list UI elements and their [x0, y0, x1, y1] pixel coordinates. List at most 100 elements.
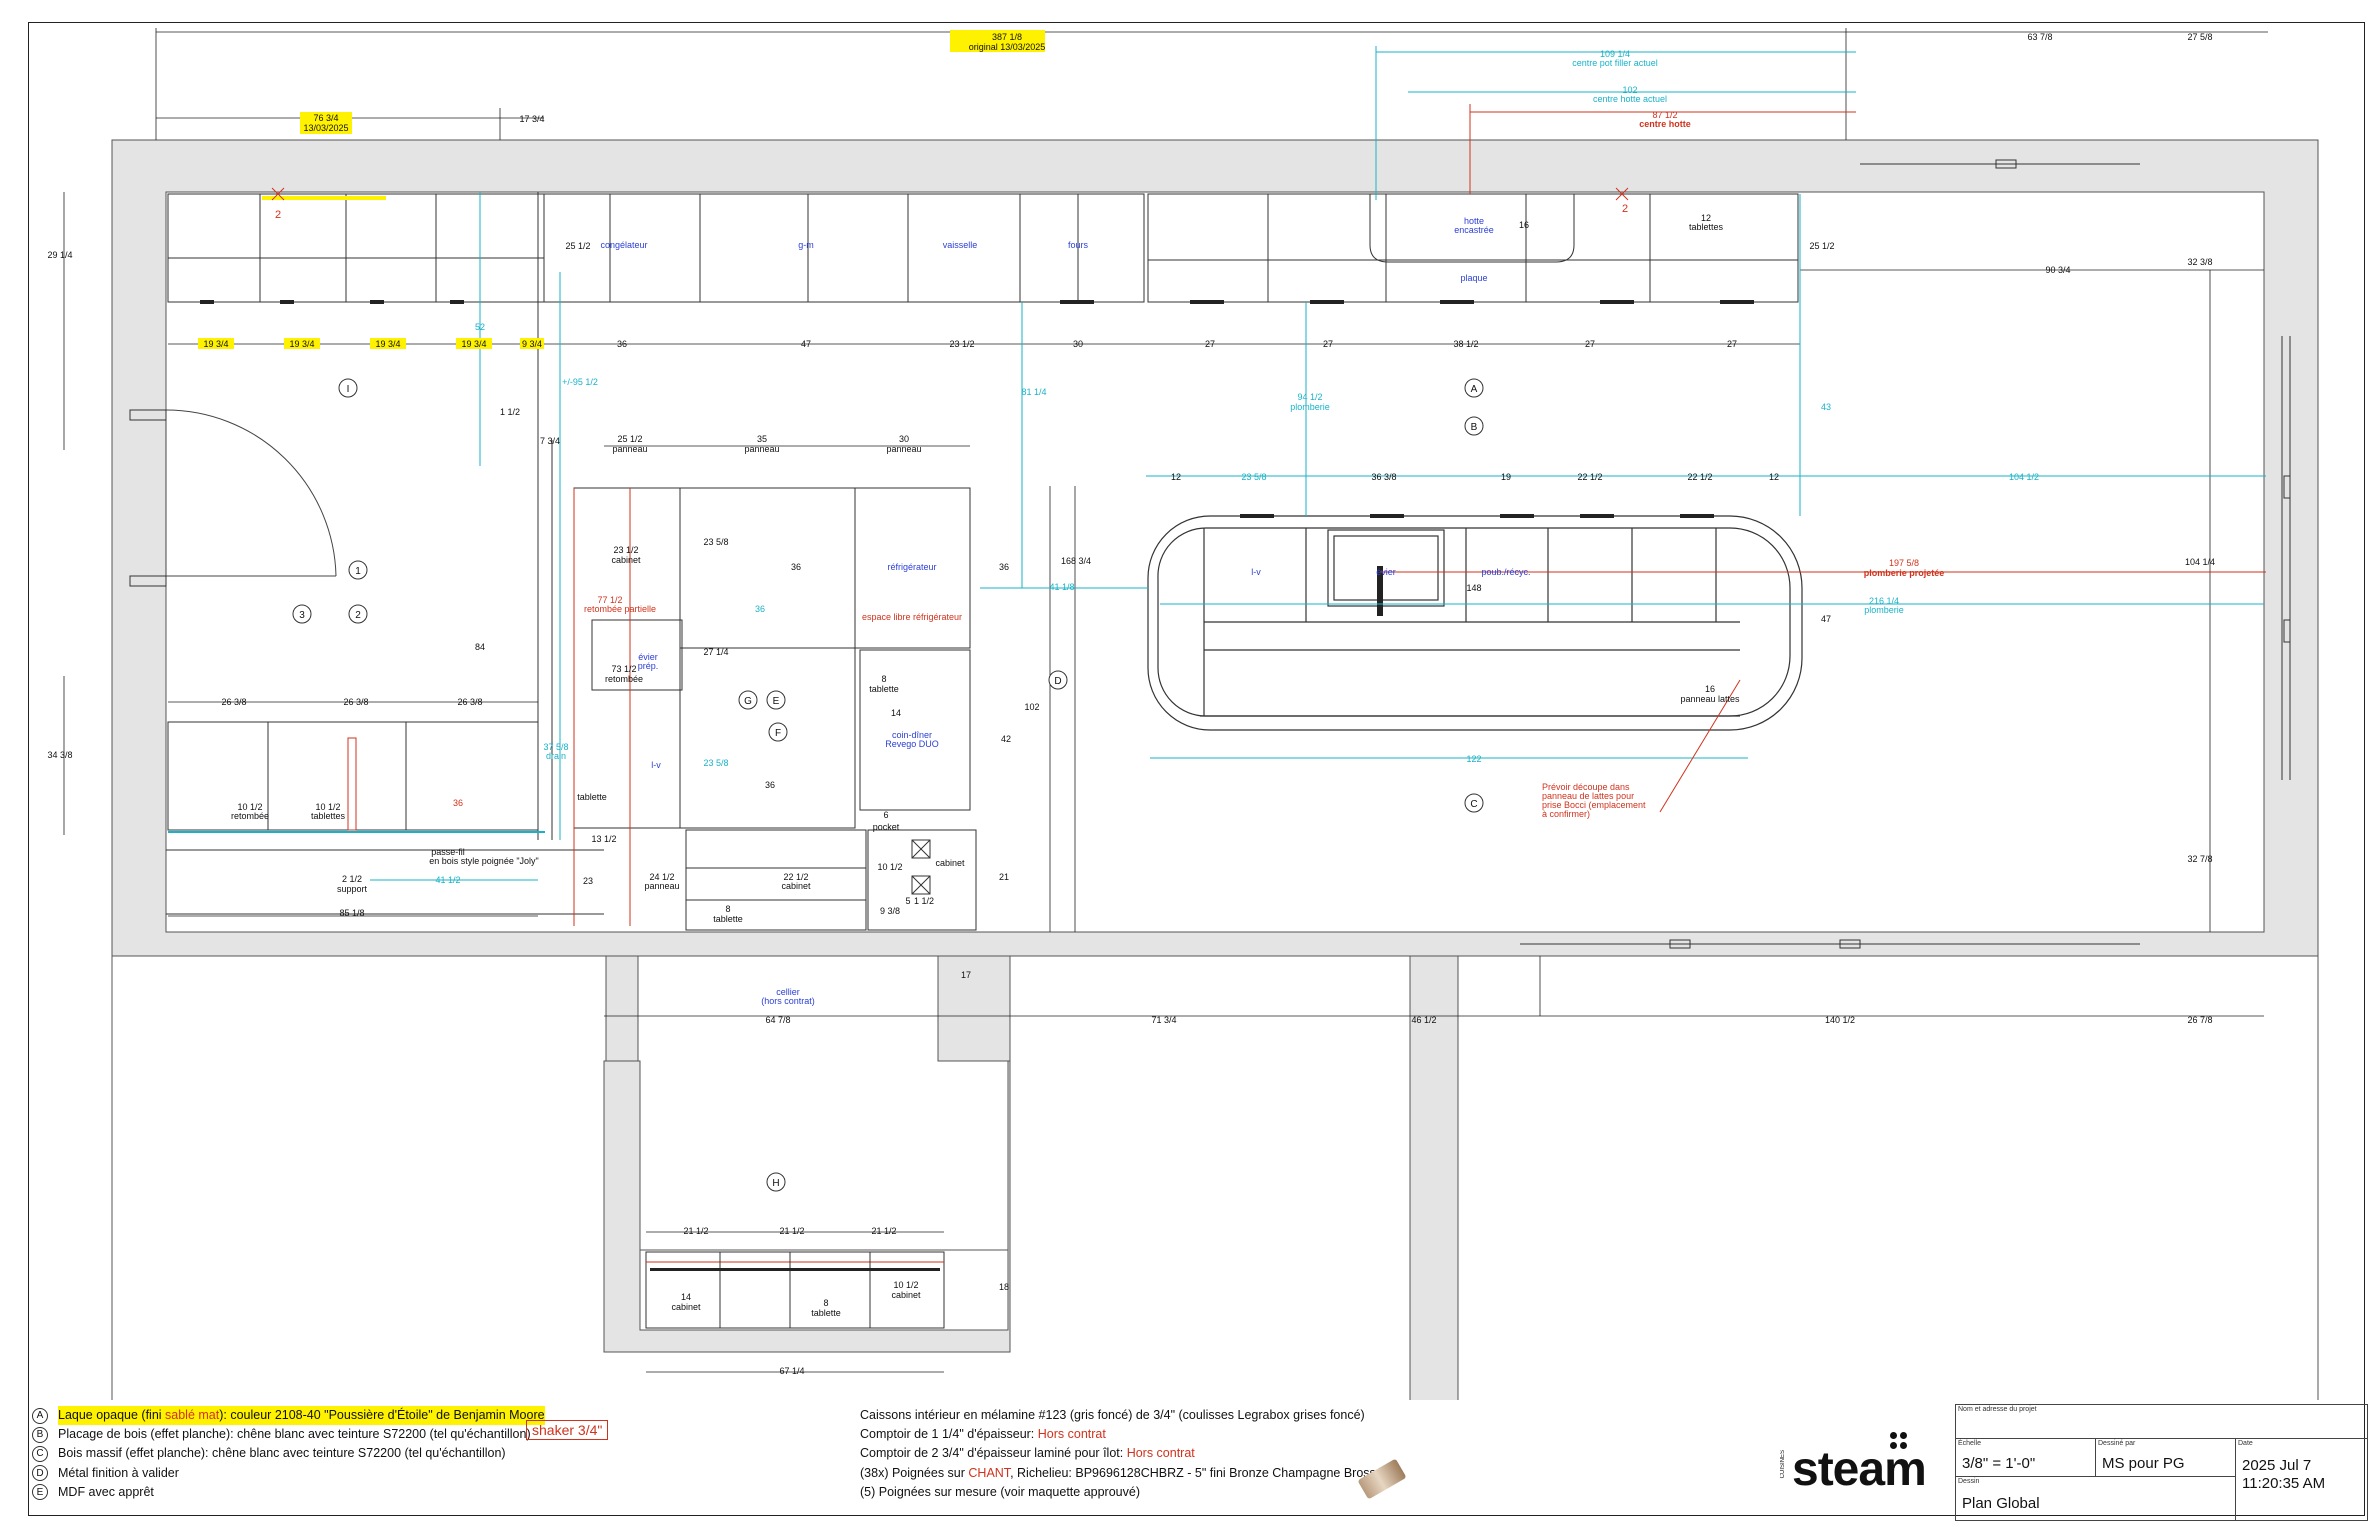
note-4: (38x) Poignées sur CHANT, Richelieu: BP9… — [860, 1464, 1383, 1483]
wall-dim: 19 3/4 — [203, 339, 228, 349]
tb-date-caption: Date — [2238, 1440, 2253, 1447]
island-handles — [1240, 514, 1714, 518]
marker-H: H — [766, 1172, 786, 1192]
logo-word: steam — [1792, 1443, 1927, 1496]
wall-dim: 38 1/2 — [1453, 339, 1478, 349]
sink-faucet — [1377, 566, 1383, 616]
isl-plomb-proj: plomberie projetée — [1864, 568, 1945, 578]
isl-note-1: Prévoir découpe dans — [1542, 782, 1630, 792]
wall-dim: 23 1/2 — [949, 339, 974, 349]
zone-markers: A B C D E F G H I 1 2 3 — [292, 378, 1484, 1192]
legend-a-post: ): couleur 2108-40 "Poussière d'Étoile" … — [219, 1408, 545, 1422]
pantry-floor — [639, 1249, 1009, 1331]
isl-dim-32b: 32 7/8 — [2187, 854, 2212, 864]
tablettes-num: 12 — [1701, 213, 1711, 223]
note-5: (5) Poignées sur mesure (voir maquette a… — [860, 1484, 1140, 1499]
isl-lv-label: l-v — [1251, 567, 1261, 577]
cabinet-c-label: cabinet — [781, 881, 811, 891]
wall-dim: 47 — [801, 339, 811, 349]
marker-F: F — [768, 722, 788, 742]
dim-hood-note: centre hotte — [1639, 119, 1691, 129]
isl-dim-104: 104 1/2 — [2009, 472, 2039, 482]
dim-filler: 109 1/4 — [1600, 49, 1630, 59]
dim-168: 168 3/4 — [1061, 556, 1091, 566]
cyan-dimension-lines — [370, 46, 2266, 881]
island-labels: 12 23 5/8 36 3/8 19 22 1/2 22 1/2 12 104… — [1171, 472, 2215, 864]
dim-29: 29 1/4 — [47, 250, 72, 260]
isl-dim-16: 16 — [1705, 684, 1715, 694]
legend-a-text: Laque opaque (fini sablé mat): couleur 2… — [58, 1406, 545, 1426]
isl-dim-148: 148 — [1466, 583, 1481, 593]
dim-102: 102 — [1024, 702, 1039, 712]
island-note: Prévoir découpe dans panneau de lattes p… — [1542, 782, 1646, 819]
panneau-b-label: panneau — [644, 881, 679, 891]
svg-text:1: 1 — [355, 566, 361, 577]
dim-42: 42 — [1001, 734, 1011, 744]
island — [1147, 515, 1803, 731]
isl-dim-22b: 22 1/2 — [1687, 472, 1712, 482]
label-fours: fours — [1068, 240, 1089, 250]
legend-b-text: Placage de bois (effet planche): chêne b… — [58, 1427, 531, 1442]
steam-logo: CUISINES steam — [1780, 1430, 1940, 1500]
isl-dim-197: 197 5/8 — [1889, 558, 1919, 568]
tb-drawing-caption: Dessin — [1958, 1478, 1980, 1485]
revego-label: Revego DUO — [885, 739, 939, 749]
dim-94: 94 1/2 — [1297, 392, 1322, 402]
dim-16: 16 — [1519, 220, 1529, 230]
cabinet-label: cabinet — [611, 555, 641, 565]
left-lower-run — [166, 721, 604, 915]
dim-8: 8 — [881, 674, 886, 684]
isl-evier-label: évier — [1376, 567, 1396, 577]
upper-cabinet-run — [167, 193, 1799, 303]
pocket-label: pocket — [873, 822, 900, 832]
svg-text:G: G — [744, 696, 752, 707]
svg-text:3: 3 — [299, 610, 305, 621]
dim-43: 43 — [1821, 402, 1831, 412]
note-3-red: Hors contrat — [1126, 1446, 1195, 1461]
dim-140: 140 1/2 — [1825, 1015, 1855, 1025]
label-congelateur: congélateur — [600, 240, 647, 250]
dim-panel2: 35 — [757, 434, 767, 444]
marker-3: 3 — [292, 604, 312, 624]
tablettes2-label: tablettes — [311, 811, 346, 821]
note-1: Caissons intérieur en mélamine #123 (gri… — [860, 1408, 1365, 1422]
dim-27: 27 1/4 — [703, 647, 728, 657]
tb-date-cell: Date 2025 Jul 7 11:20:35 AM — [2236, 1439, 2368, 1521]
legend-item-e: E MDF avec apprêt — [32, 1483, 642, 1502]
dimension-lines — [63, 28, 2268, 1373]
dim-left-return: 17 3/4 — [519, 114, 544, 124]
h-cabinet-label: cabinet — [671, 1302, 701, 1312]
dim-h21c: 21 1/2 — [871, 1226, 896, 1236]
marker-B: B — [1464, 416, 1484, 436]
dim-10b: 10 1/2 — [237, 802, 262, 812]
isl-dim-23: 23 5/8 — [1241, 472, 1266, 482]
legend-item-b: B Placage de bois (effet planche): chêne… — [32, 1425, 642, 1444]
dim-far-right: 27 5/8 — [2187, 32, 2212, 42]
legend-letter-e: E — [32, 1484, 48, 1501]
dim-14: 14 — [891, 708, 901, 718]
dim-26b: 26 3/8 — [343, 697, 368, 707]
svg-text:A: A — [1471, 384, 1478, 395]
wall-dim: 19 3/4 — [289, 339, 314, 349]
legend-item-d: D Métal finition à valider — [32, 1464, 642, 1483]
legend-e-text: MDF avec apprêt — [58, 1484, 154, 1499]
dim-95: +/-95 1/2 — [562, 377, 598, 387]
tb-scale: 3/8" = 1'-0" — [1962, 1455, 2036, 1472]
isl-note-4: à confirmer) — [1542, 809, 1590, 819]
dim-h14: 14 — [681, 1292, 691, 1302]
wall-dim: 19 3/4 — [375, 339, 400, 349]
dim-22: 22 1/2 — [783, 872, 808, 882]
dim-h10: 10 1/2 — [893, 1280, 918, 1290]
dim-36e: 36 — [453, 798, 463, 808]
dim-52: 52 — [475, 322, 485, 332]
isl-dim-104b: 104 1/4 — [2185, 557, 2215, 567]
note-3-pre: Comptoir de 2 3/4" d'épaisseur laminé po… — [860, 1446, 1127, 1461]
wall-dim: 27 — [1727, 339, 1737, 349]
floor-plan: 387 1/8 original 13/03/2025 63 7/8 27 5/… — [47, 28, 2319, 1400]
wall-dim: 27 — [1205, 339, 1215, 349]
isl-note-2: panneau de lattes pour — [1542, 791, 1634, 801]
dim-36d: 36 — [765, 780, 775, 790]
wall-dim: 19 3/4 — [461, 339, 486, 349]
isl-dim-22a: 22 1/2 — [1577, 472, 1602, 482]
dim-h21a: 21 1/2 — [683, 1226, 708, 1236]
